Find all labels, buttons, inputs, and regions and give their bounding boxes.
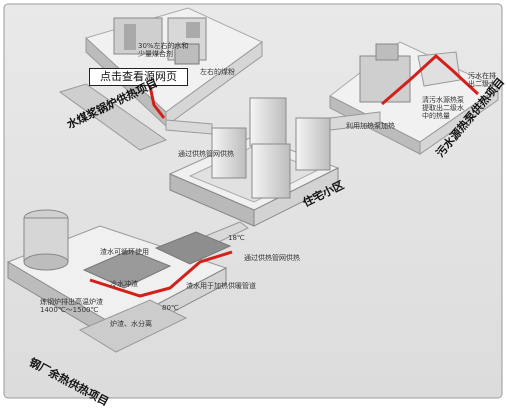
label-slag-separation: 炉渣、水分离 xyxy=(110,320,152,328)
label-coal-slurry: 30%左右的水和 少量煤合剂 xyxy=(138,42,189,58)
label-temp-80: 80℃ xyxy=(162,304,179,312)
steel-plant-platform xyxy=(6,209,233,353)
label-coal-powder: 左右的煤粉 xyxy=(200,68,235,76)
label-heat-net-center: 通过供热管网供热 xyxy=(178,150,234,158)
label-sewage-discharge: 污水在排 出二级水 xyxy=(468,72,496,88)
coal-boiler-platform xyxy=(58,7,263,151)
flow-arrow-tr xyxy=(381,53,480,106)
label-cold-water: 冷水冲渣 xyxy=(110,280,138,288)
residential-platform xyxy=(168,97,340,227)
flow-arrow-tl xyxy=(148,85,166,119)
view-source-link[interactable]: 点击查看源网页 xyxy=(89,68,188,86)
label-water-heating: 渣水用于加热供暖管道 xyxy=(186,282,256,290)
label-water-recycle: 渣水可循环使用 xyxy=(100,248,149,256)
label-heat-pump: 利用加热泵加热 xyxy=(346,122,395,130)
label-furnace-slag: 炼钢炉排出高温炉渣 1400℃～1500℃ xyxy=(40,298,103,314)
label-temp-18: 18℃ xyxy=(228,234,245,242)
residential-buildings xyxy=(211,97,331,199)
label-sewage-extract: 清污水源热泵 提取出二级水 中的热量 xyxy=(422,96,464,120)
label-heat-net-bottom: 通过供热管网供热 xyxy=(244,254,300,262)
flow-arrow-bottom xyxy=(89,250,233,298)
